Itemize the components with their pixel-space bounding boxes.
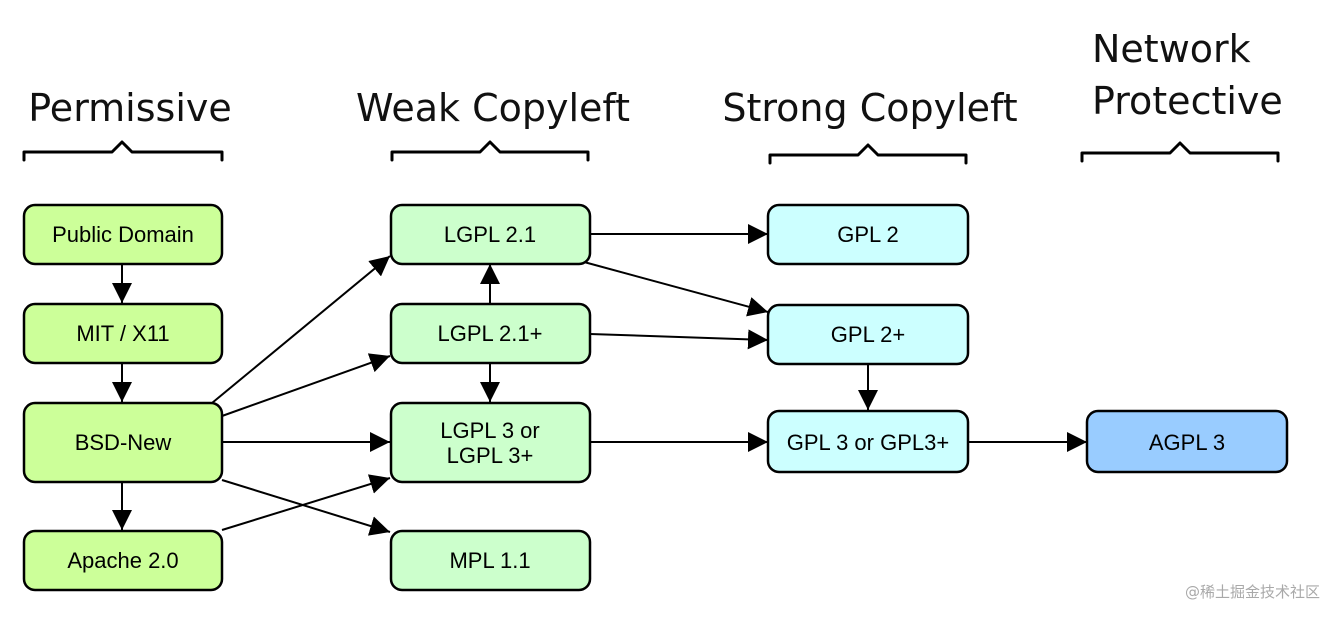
- edge-bsd-to-lgpl-21-plus: [221, 353, 391, 417]
- node-gpl-2-plus-label: GPL 2+: [831, 322, 905, 347]
- node-agpl-3: AGPL 3: [1085, 409, 1289, 474]
- node-agpl-3-label: AGPL 3: [1149, 430, 1225, 455]
- network-protective-heading-line1: Network: [1092, 27, 1251, 71]
- strong-copyleft-brace: [768, 143, 968, 165]
- edge-apache-to-lgpl-3: [221, 474, 391, 531]
- node-apache-20: Apache 2.0: [22, 529, 224, 592]
- node-lgpl-3: LGPL 3 or LGPL 3+: [389, 401, 592, 484]
- edge-bsd-to-lgpl-21: [211, 255, 391, 404]
- weak-copyleft-brace: [390, 140, 590, 162]
- watermark: @稀土掘金技术社区: [1185, 583, 1320, 601]
- node-lgpl-21-label: LGPL 2.1: [444, 222, 536, 247]
- node-lgpl-21: LGPL 2.1: [389, 203, 592, 266]
- node-lgpl-21-plus-label: LGPL 2.1+: [438, 321, 543, 346]
- node-mpl-11-label: MPL 1.1: [449, 548, 530, 573]
- node-bsd-new-label: BSD-New: [75, 430, 172, 455]
- permissive-brace: [22, 140, 224, 162]
- node-gpl-2: GPL 2: [766, 203, 970, 266]
- node-lgpl-3-label-line2: LGPL 3+: [447, 443, 534, 468]
- edge-bsd-to-mpl: [221, 479, 391, 536]
- node-lgpl-21-plus: LGPL 2.1+: [389, 302, 592, 365]
- node-lgpl-3-label-line1: LGPL 3 or: [440, 418, 539, 443]
- node-gpl-3: GPL 3 or GPL3+: [766, 409, 970, 474]
- node-gpl-2-label: GPL 2: [837, 222, 899, 247]
- edges: [112, 224, 1087, 536]
- edge-lgpl-21-to-gpl-2-plus: [583, 261, 769, 317]
- node-bsd-new: BSD-New: [22, 401, 224, 484]
- edge-lgpl-21-plus-to-gpl-2-plus: [589, 329, 769, 350]
- permissive-heading: Permissive: [28, 86, 232, 130]
- node-public-domain: Public Domain: [22, 203, 224, 266]
- node-mit-x11-label: MIT / X11: [76, 321, 169, 346]
- strong-copyleft-heading: Strong Copyleft: [722, 86, 1017, 130]
- node-apache-20-label: Apache 2.0: [67, 548, 178, 573]
- node-public-domain-label: Public Domain: [52, 222, 194, 247]
- node-gpl-3-label: GPL 3 or GPL3+: [787, 430, 949, 455]
- node-mpl-11: MPL 1.1: [389, 529, 592, 592]
- node-mit-x11: MIT / X11: [22, 302, 224, 365]
- weak-copyleft-heading: Weak Copyleft: [356, 86, 630, 130]
- network-protective-brace: [1080, 141, 1280, 163]
- network-protective-heading-line2: Protective: [1092, 79, 1283, 123]
- node-gpl-2-plus: GPL 2+: [766, 303, 970, 366]
